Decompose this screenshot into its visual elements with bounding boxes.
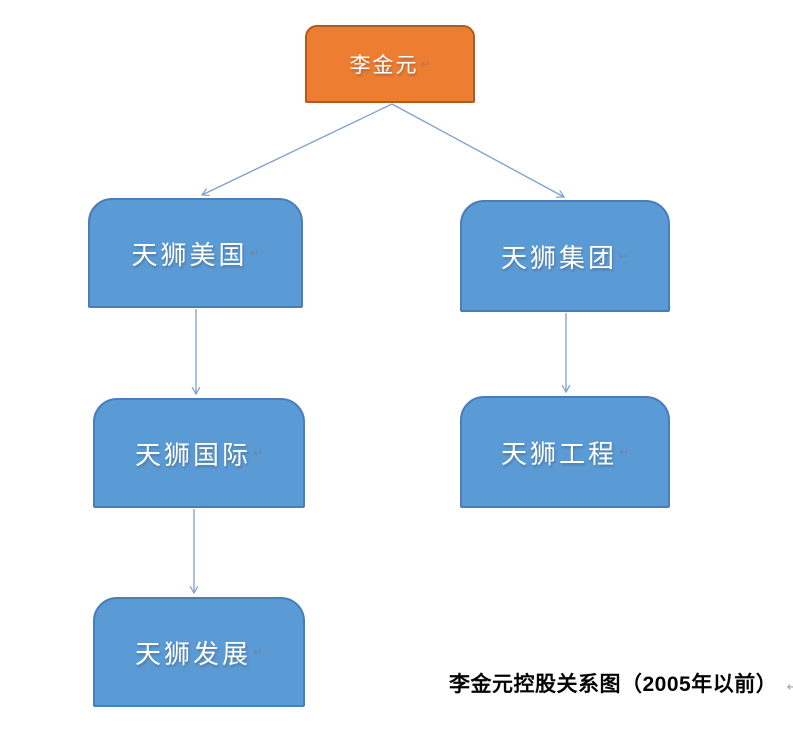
node-tianshi-usa-label: 天狮美国 [131, 239, 248, 270]
node-tianshi-eng[interactable]: 天狮工程 ↵ [460, 396, 670, 508]
node-tianshi-intl[interactable]: 天狮国际 ↵ [93, 398, 305, 508]
paragraph-mark: ↵ [786, 679, 793, 694]
node-tianshi-eng-label: 天狮工程 [500, 438, 617, 469]
diagram-caption-text: 李金元控股关系图（2005年以前） [449, 673, 778, 696]
shape-text-end-mark: ↵ [252, 446, 264, 460]
shape-text-end-mark: ↵ [252, 645, 264, 659]
node-tianshi-group[interactable]: 天狮集团 ↵ [460, 200, 670, 312]
edge-li-jinyuan-to-tianshi-usa [202, 103, 393, 195]
node-tianshi-usa[interactable]: 天狮美国 ↵ [88, 198, 303, 308]
shape-text-end-mark: ↵ [420, 57, 431, 71]
node-li-jinyuan[interactable]: 李金元 ↵ [305, 25, 475, 103]
diagram-caption[interactable]: 李金元控股关系图（2005年以前） ↵ [449, 668, 793, 698]
shape-text-end-mark: ↵ [249, 246, 260, 260]
node-li-jinyuan-label: 李金元 [349, 54, 419, 77]
edge-li-jinyuan-to-tianshi-group [391, 103, 564, 197]
node-tianshi-intl-label: 天狮国际 [134, 439, 251, 470]
shape-text-end-mark: ↵ [618, 445, 630, 459]
node-tianshi-group-label: 天狮集团 [500, 242, 617, 273]
shape-text-end-mark: ↵ [618, 249, 630, 263]
node-tianshi-dev[interactable]: 天狮发展 ↵ [93, 597, 305, 707]
node-tianshi-dev-label: 天狮发展 [134, 638, 251, 669]
